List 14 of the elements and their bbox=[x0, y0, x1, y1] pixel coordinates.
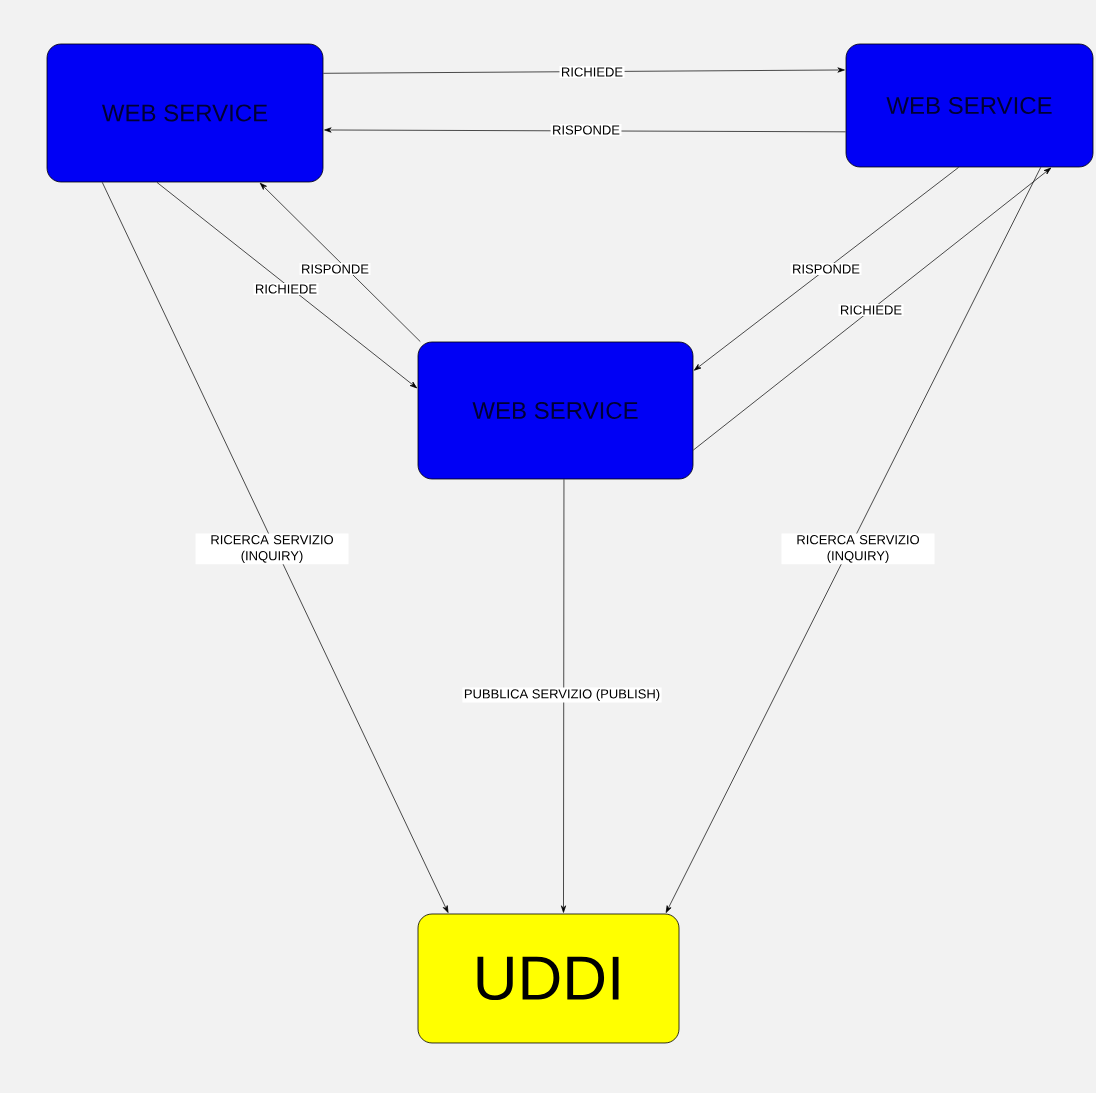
service-box: WEB SERVICE bbox=[845, 43, 1094, 168]
arrow bbox=[665, 167, 1042, 913]
arrow bbox=[101, 182, 449, 913]
edge-label: PUBBLICA SERVIZIO (PUBLISH) bbox=[462, 687, 662, 703]
edge-label: RICERCA SERVIZIO (INQUIRY) bbox=[781, 533, 935, 565]
arrow bbox=[693, 167, 959, 371]
arrow bbox=[156, 182, 418, 389]
arrow bbox=[259, 182, 421, 342]
edge-label: RICERCA SERVIZIO (INQUIRY) bbox=[195, 533, 349, 565]
registry-box: UDDI bbox=[417, 913, 680, 1044]
arrow bbox=[693, 167, 1052, 451]
service-box: WEB SERVICE bbox=[46, 43, 324, 183]
service-box: WEB SERVICE bbox=[417, 341, 694, 480]
arrow bbox=[560, 479, 567, 913]
